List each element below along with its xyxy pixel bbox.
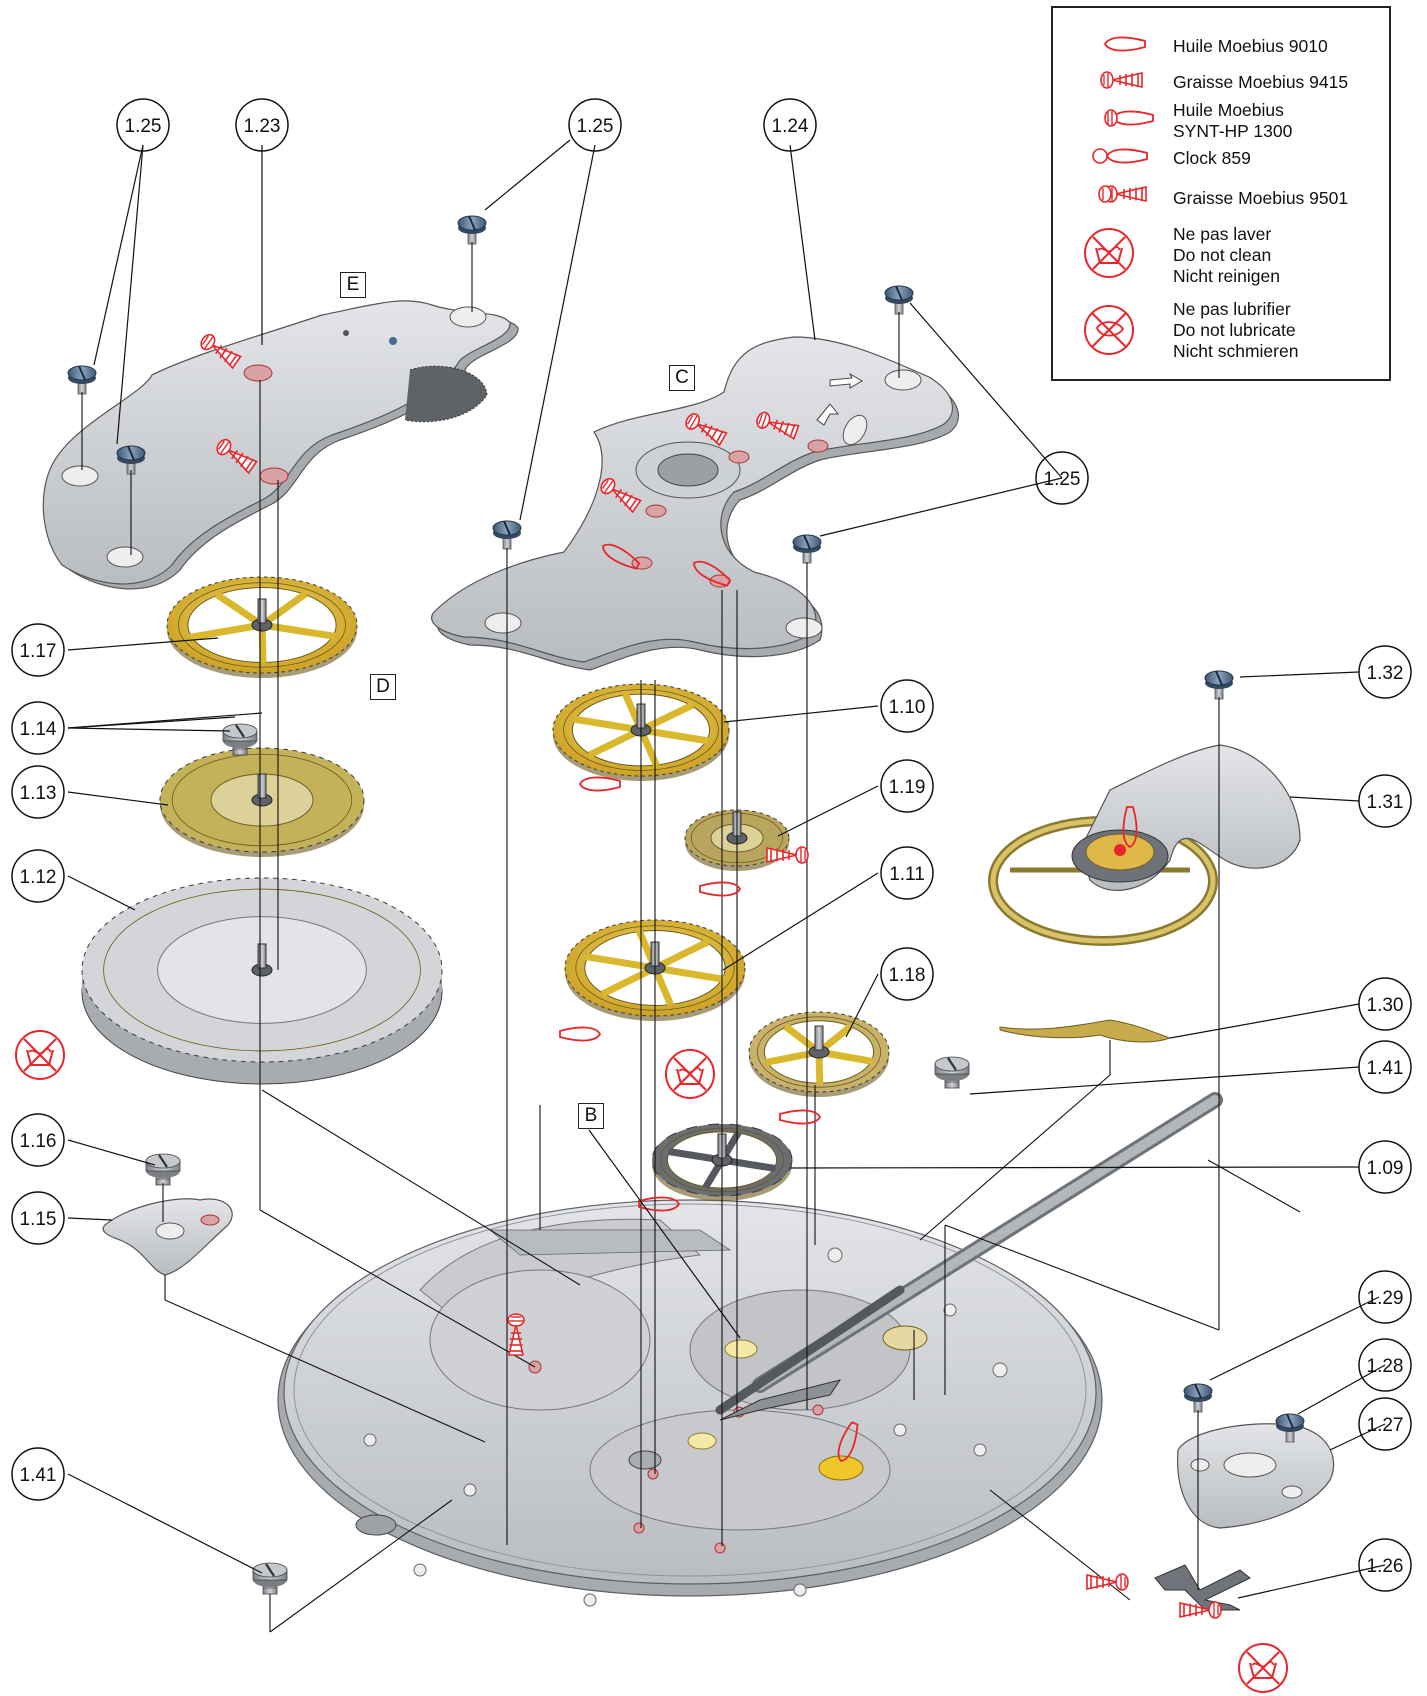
callout-label: 1.41 [1367, 1058, 1404, 1079]
legend-item-grease-9501: Graisse Moebius 9501 [1173, 188, 1349, 208]
callout-1-29: 1.29 [1358, 1270, 1412, 1324]
callout-label: 1.10 [889, 697, 926, 718]
callout-circle [11, 765, 65, 819]
callout-label: 1.29 [1367, 1288, 1404, 1309]
bridge-c [431, 336, 959, 671]
callout-circle [11, 701, 65, 755]
callout-circle [880, 679, 934, 733]
wheel-1-13 [159, 747, 365, 857]
leader-lines [67, 139, 1386, 1599]
callout-label: 1.24 [772, 116, 809, 137]
callout-label: 1.17 [20, 641, 57, 662]
callout-1-41: 1.41 [11, 1447, 65, 1501]
callout-label: 1.26 [1367, 1556, 1404, 1577]
callout-1-32: 1.32 [1358, 645, 1412, 699]
callout-1-11: 1.11 [880, 846, 934, 900]
callout-label: 1.15 [20, 1209, 57, 1230]
legend-icons [1084, 36, 1154, 355]
callout-circle [763, 98, 817, 152]
callouts-group: 1.25 1.23 1.25 1.24 1.25 1.17 1.14 1.13 1.12 1.16… [11, 98, 1412, 1592]
section-label-b: B [578, 1103, 604, 1129]
section-label-c: C [669, 365, 695, 391]
callout-1-25: 1.25 [116, 98, 170, 152]
callout-label: 1.11 [889, 864, 925, 885]
callout-label: 1.30 [1367, 995, 1404, 1016]
callout-1-14: 1.14 [11, 701, 65, 755]
callout-label: 1.31 [1367, 792, 1404, 813]
callout-1-18: 1.18 [880, 947, 934, 1001]
legend-item-grease-9415: Graisse Moebius 9415 [1173, 72, 1349, 92]
callout-1-12: 1.12 [11, 849, 65, 903]
clock-oil-icon [1092, 148, 1148, 164]
callout-1-15: 1.15 [11, 1191, 65, 1245]
callout-label: 1.23 [244, 116, 281, 137]
callout-1-09: 1.09 [1358, 1140, 1412, 1194]
callout-circle [11, 1113, 65, 1167]
winding-stem [715, 1092, 1223, 1421]
callout-1-17: 1.17 [11, 623, 65, 677]
callout-label: 1.19 [889, 777, 926, 798]
callout-circle [11, 1447, 65, 1501]
callout-1-16: 1.16 [11, 1113, 65, 1167]
section-label-d: D [370, 674, 396, 700]
legend-item-do-not-clean: Ne pas laver Do not clean Nicht reinigen [1173, 224, 1280, 286]
callout-circle [11, 623, 65, 677]
callout-1-31: 1.31 [1358, 774, 1412, 828]
callout-1-24: 1.24 [763, 98, 817, 152]
spring-1-30 [999, 1019, 1172, 1043]
callout-label: 1.25 [577, 116, 614, 137]
wheel-1-17 [166, 576, 358, 678]
do-not-lubricate-icon [1084, 305, 1134, 355]
callout-label: 1.28 [1367, 1356, 1404, 1377]
callout-label: 1.32 [1367, 663, 1404, 684]
do-not-clean-icon [1084, 228, 1134, 278]
legend-item-do-not-lubricate: Ne pas lubrifier Do not lubricate Nicht … [1173, 299, 1299, 361]
callout-circle [880, 846, 934, 900]
callout-1-23: 1.23 [235, 98, 289, 152]
callout-1-30: 1.30 [1358, 977, 1412, 1031]
legend-item-clock-859: Clock 859 [1173, 148, 1251, 168]
oil-synt-hp-icon [1104, 109, 1154, 127]
callout-label: 1.18 [889, 965, 926, 986]
callout-label: 1.12 [20, 867, 57, 888]
callout-circle [11, 849, 65, 903]
callout-1-13: 1.13 [11, 765, 65, 819]
callout-1-10: 1.10 [880, 679, 934, 733]
callout-label: 1.25 [1044, 469, 1081, 490]
alignment-lines [81, 242, 1301, 1633]
callout-1-19: 1.19 [880, 759, 934, 813]
callout-label: 1.14 [20, 719, 57, 740]
callout-label: 1.27 [1367, 1415, 1404, 1436]
legend-item-synt-hp: Huile Moebius SYNT-HP 1300 [1173, 100, 1293, 141]
callout-label: 1.16 [20, 1131, 57, 1152]
callout-circle [880, 947, 934, 1001]
callout-circle [1358, 1270, 1412, 1324]
callout-label: 1.09 [1367, 1158, 1404, 1179]
balance-assembly [988, 744, 1301, 946]
callout-1-25: 1.25 [568, 98, 622, 152]
callout-label: 1.41 [20, 1465, 57, 1486]
legend-item-oil-9010: Huile Moebius 9010 [1173, 36, 1328, 56]
barrel-1-12 [81, 877, 443, 1085]
bridge-e [42, 300, 519, 590]
callout-label: 1.13 [20, 783, 57, 804]
callout-circle [11, 1191, 65, 1245]
callout-circle [880, 759, 934, 813]
callout-circle [568, 98, 622, 152]
grease-9501-icon [1098, 185, 1147, 203]
section-label-e: E [340, 272, 366, 298]
callout-label: 1.25 [125, 116, 162, 137]
